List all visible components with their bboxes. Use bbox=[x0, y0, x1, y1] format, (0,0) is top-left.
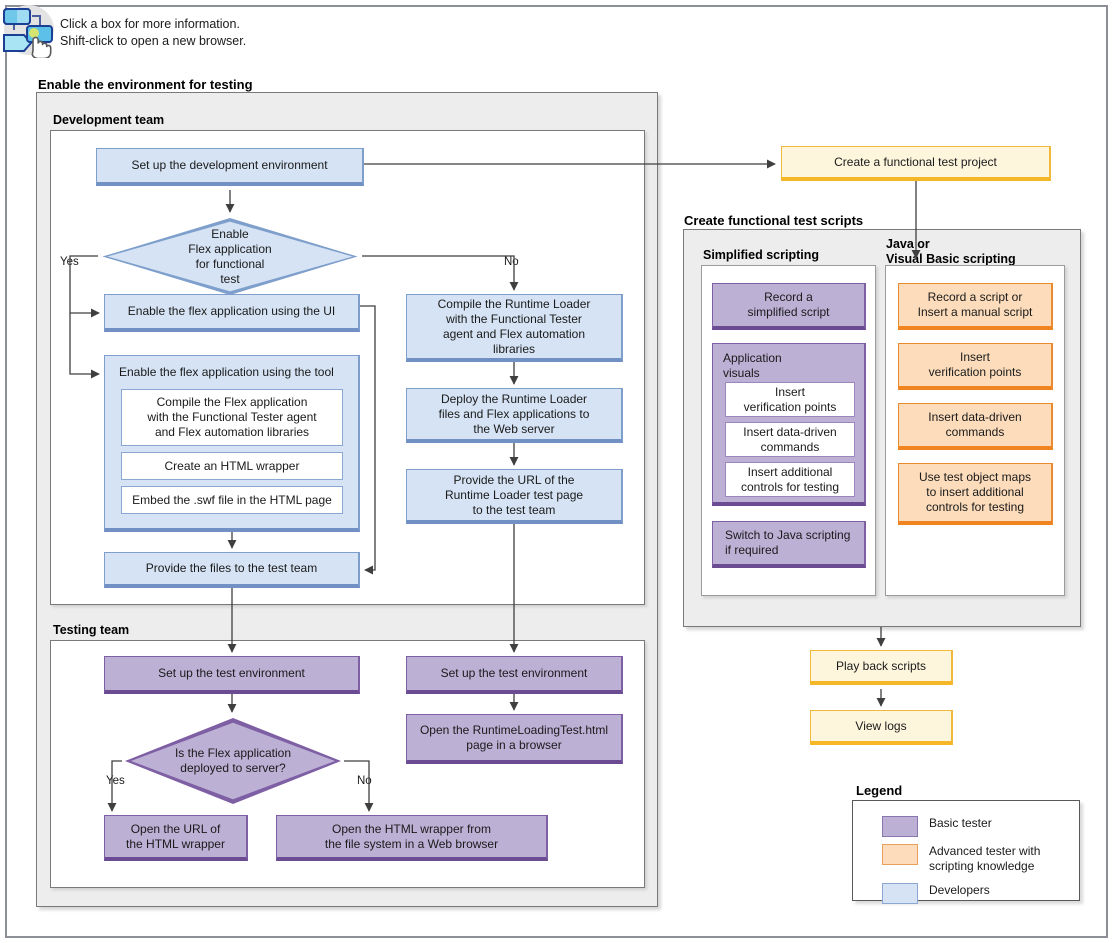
legend-box: Basic tester Advanced tester with script… bbox=[852, 800, 1080, 904]
subsection-title-testing-team: Testing team bbox=[53, 623, 130, 637]
node-use-test-object-maps[interactable]: Use test object maps to insert additiona… bbox=[898, 463, 1053, 525]
node-record-script-or-insert-manual-script[interactable]: Record a script or Insert a manual scrip… bbox=[898, 283, 1053, 330]
legend-swatch-developers bbox=[882, 883, 918, 904]
node-label: Open the HTML wrapper from the file syst… bbox=[324, 821, 499, 851]
node-insert-data-driven-commands-simplified[interactable]: Insert data-driven commands bbox=[725, 422, 855, 457]
node-enable-flex-application-using-ui[interactable]: Enable the flex application using the UI bbox=[104, 294, 360, 332]
legend-item-basic-tester: Basic tester bbox=[882, 816, 992, 837]
node-insert-verification-points-simplified[interactable]: Insert verification points bbox=[725, 382, 855, 417]
node-play-back-scripts[interactable]: Play back scripts bbox=[810, 650, 953, 685]
node-label: Enable the flex application using the UI bbox=[127, 304, 336, 318]
node-provide-url-runtime-loader[interactable]: Provide the URL of the Runtime Loader te… bbox=[406, 469, 623, 524]
subsection-title-java-vb-scripting: Java or Visual Basic scripting bbox=[886, 237, 1016, 267]
node-insert-verification-points-java[interactable]: Insert verification points bbox=[898, 343, 1053, 390]
node-create-html-wrapper[interactable]: Create an HTML wrapper bbox=[121, 452, 343, 480]
node-label: Switch to Java scripting if required bbox=[725, 528, 851, 557]
legend-item-developers: Developers bbox=[882, 883, 990, 904]
node-label: Use test object maps to insert additiona… bbox=[918, 470, 1032, 514]
node-label: Create an HTML wrapper bbox=[164, 458, 300, 473]
legend-label: Developers bbox=[929, 883, 990, 897]
node-label: Set up the development environment bbox=[131, 158, 328, 172]
node-record-simplified-script[interactable]: Record a simplified script bbox=[712, 283, 866, 330]
node-open-html-wrapper-file-system[interactable]: Open the HTML wrapper from the file syst… bbox=[276, 815, 548, 861]
legend-item-advanced-tester: Advanced tester with scripting knowledge bbox=[882, 844, 1040, 874]
node-label: Set up the test environment bbox=[158, 666, 305, 680]
section-title-enable-environment: Enable the environment for testing bbox=[38, 77, 253, 92]
node-compile-flex-application[interactable]: Compile the Flex application with the Fu… bbox=[121, 389, 343, 446]
hint-line-1: Click a box for more information. bbox=[60, 17, 240, 31]
node-label: Record a simplified script bbox=[747, 290, 830, 319]
legend-title: Legend bbox=[856, 783, 903, 798]
subsection-title-line-1: Java or bbox=[886, 237, 930, 251]
node-label: Deploy the Runtime Loader files and Flex… bbox=[438, 391, 590, 436]
subsection-title-development-team: Development team bbox=[53, 113, 165, 127]
node-create-functional-test-project[interactable]: Create a functional test project bbox=[781, 146, 1051, 181]
node-label: Open the URL of the HTML wrapper bbox=[126, 821, 225, 851]
node-provide-files-to-test-team[interactable]: Provide the files to the test team bbox=[104, 552, 360, 588]
hint-line-2: Shift-click to open a new browser. bbox=[60, 34, 247, 48]
node-label: Play back scripts bbox=[835, 658, 927, 673]
node-view-logs[interactable]: View logs bbox=[810, 710, 953, 745]
legend-label: Basic tester bbox=[929, 816, 992, 830]
node-label: Create a functional test project bbox=[834, 154, 997, 169]
node-label: Application visuals bbox=[723, 351, 782, 380]
node-label: Insert data-driven commands bbox=[928, 410, 1022, 439]
hint-text: Click a box for more information. Shift-… bbox=[60, 16, 390, 50]
node-label: Compile the Runtime Loader with the Func… bbox=[437, 296, 591, 356]
node-label: Enable the flex application using the to… bbox=[119, 365, 334, 379]
node-switch-to-java-scripting[interactable]: Switch to Java scripting if required bbox=[712, 521, 866, 568]
flowchart-pointer-icon bbox=[2, 2, 58, 60]
node-insert-data-driven-commands-java[interactable]: Insert data-driven commands bbox=[898, 403, 1053, 450]
decision-enable-flex-application[interactable]: Enable Flex application for functional t… bbox=[98, 215, 362, 298]
node-label: Compile the Flex application with the Fu… bbox=[147, 395, 317, 439]
node-label: Insert additional controls for testing bbox=[740, 464, 840, 494]
node-application-visuals[interactable]: Application visuals Insert verification … bbox=[712, 343, 866, 506]
subsection-title-simplified-scripting: Simplified scripting bbox=[703, 248, 819, 262]
node-label: Embed the .swf file in the HTML page bbox=[132, 492, 332, 507]
node-label: Open the RuntimeLoadingTest.html page in… bbox=[419, 722, 609, 752]
node-label: Provide the files to the test team bbox=[145, 561, 318, 575]
connector-label-no-1: No bbox=[504, 256, 519, 268]
page-frame bbox=[5, 5, 1108, 938]
section-title-create-functional-test-scripts: Create functional test scripts bbox=[684, 213, 864, 228]
node-compile-runtime-loader[interactable]: Compile the Runtime Loader with the Func… bbox=[406, 294, 623, 362]
connector-label-yes-1: Yes bbox=[60, 256, 79, 268]
node-setup-test-environment-left[interactable]: Set up the test environment bbox=[104, 656, 360, 694]
node-deploy-runtime-loader[interactable]: Deploy the Runtime Loader files and Flex… bbox=[406, 388, 623, 443]
node-label: Record a script or Insert a manual scrip… bbox=[917, 290, 1033, 319]
legend-swatch-basic-tester bbox=[882, 816, 918, 837]
connector-label-no-2: No bbox=[357, 775, 372, 787]
node-setup-test-environment-right[interactable]: Set up the test environment bbox=[406, 656, 623, 694]
node-label: Insert data-driven commands bbox=[743, 424, 837, 454]
node-enable-flex-application-using-tool[interactable]: Enable the flex application using the to… bbox=[104, 355, 360, 532]
node-open-runtimeloadingtest-page[interactable]: Open the RuntimeLoadingTest.html page in… bbox=[406, 714, 623, 764]
node-label: View logs bbox=[855, 718, 907, 733]
node-label: Insert verification points bbox=[743, 384, 837, 414]
legend-label: Advanced tester with scripting knowledge bbox=[929, 844, 1041, 873]
node-label: Set up the test environment bbox=[440, 666, 588, 680]
node-setup-development-environment[interactable]: Set up the development environment bbox=[96, 148, 364, 186]
node-embed-swf-file[interactable]: Embed the .swf file in the HTML page bbox=[121, 486, 343, 514]
node-label: Provide the URL of the Runtime Loader te… bbox=[444, 472, 584, 517]
connector-label-yes-2: Yes bbox=[106, 775, 125, 787]
node-insert-additional-controls-simplified[interactable]: Insert additional controls for testing bbox=[725, 462, 855, 497]
decision-flex-application-deployed[interactable]: Is the Flex application deployed to serv… bbox=[122, 715, 344, 807]
legend-swatch-advanced-tester bbox=[882, 844, 918, 865]
node-label: Insert verification points bbox=[928, 350, 1022, 379]
node-open-url-html-wrapper[interactable]: Open the URL of the HTML wrapper bbox=[104, 815, 248, 861]
